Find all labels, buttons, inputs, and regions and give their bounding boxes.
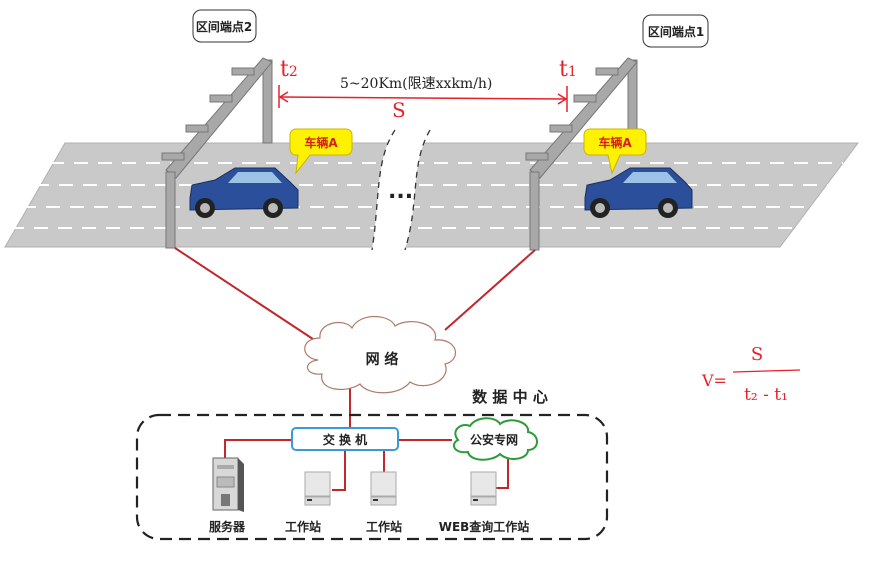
gantry-left [161, 57, 273, 249]
svg-text:公安专网: 公安专网 [470, 432, 518, 447]
server-icon [212, 457, 244, 512]
svg-text:区间端点1: 区间端点1 [648, 24, 704, 39]
gantry-right [525, 57, 638, 251]
vehicle-a-left [189, 167, 299, 218]
police-network-cloud: 公安专网 [452, 417, 538, 461]
network-label: 网 络 [366, 351, 399, 368]
vehicle-callout-right: 车辆A [583, 128, 647, 175]
time-t1: t1 [559, 57, 577, 82]
data-center-title: 数 据 中 心 [472, 388, 548, 406]
workstation-icon [370, 471, 397, 506]
workstation-label-2: 工作站 [366, 519, 402, 534]
server-label: 服务器 [209, 519, 246, 534]
network-cloud: 网 络 [304, 315, 456, 394]
web-workstation-icon [470, 471, 497, 506]
svg-text:交 换 机: 交 换 机 [323, 432, 367, 447]
time-t2: t2 [280, 57, 298, 82]
road-break [372, 130, 430, 250]
vehicle-callout-left: 车辆A [289, 128, 353, 175]
distance-label: 5~20Km(限速xxkm/h) [340, 76, 492, 92]
speed-formula: V= S t₂ - t₁ [701, 344, 801, 405]
switch: 交 换 机 [291, 427, 399, 451]
ellipsis: ... [388, 179, 413, 204]
svg-text:V=: V= [701, 371, 727, 390]
distance-symbol: S [392, 98, 406, 122]
svg-text:车辆A: 车辆A [598, 135, 632, 150]
vehicle-a-right [584, 167, 693, 218]
workstation-icon [304, 471, 331, 506]
endpoint-label-2: 区间端点2 [192, 9, 257, 43]
svg-text:区间端点2: 区间端点2 [196, 19, 252, 34]
workstation-label-1: 工作站 [285, 519, 321, 534]
endpoint-label-1: 区间端点1 [642, 14, 709, 48]
network-links [174, 247, 536, 491]
data-center-boundary [135, 413, 609, 541]
distance-arrow [278, 85, 568, 112]
web-workstation-label: WEB查询工作站 [439, 519, 530, 534]
svg-text:t₂ - t₁: t₂ - t₁ [744, 385, 788, 405]
highway-road: ... [4, 129, 859, 251]
svg-text:S: S [751, 344, 763, 365]
svg-text:车辆A: 车辆A [304, 135, 338, 150]
